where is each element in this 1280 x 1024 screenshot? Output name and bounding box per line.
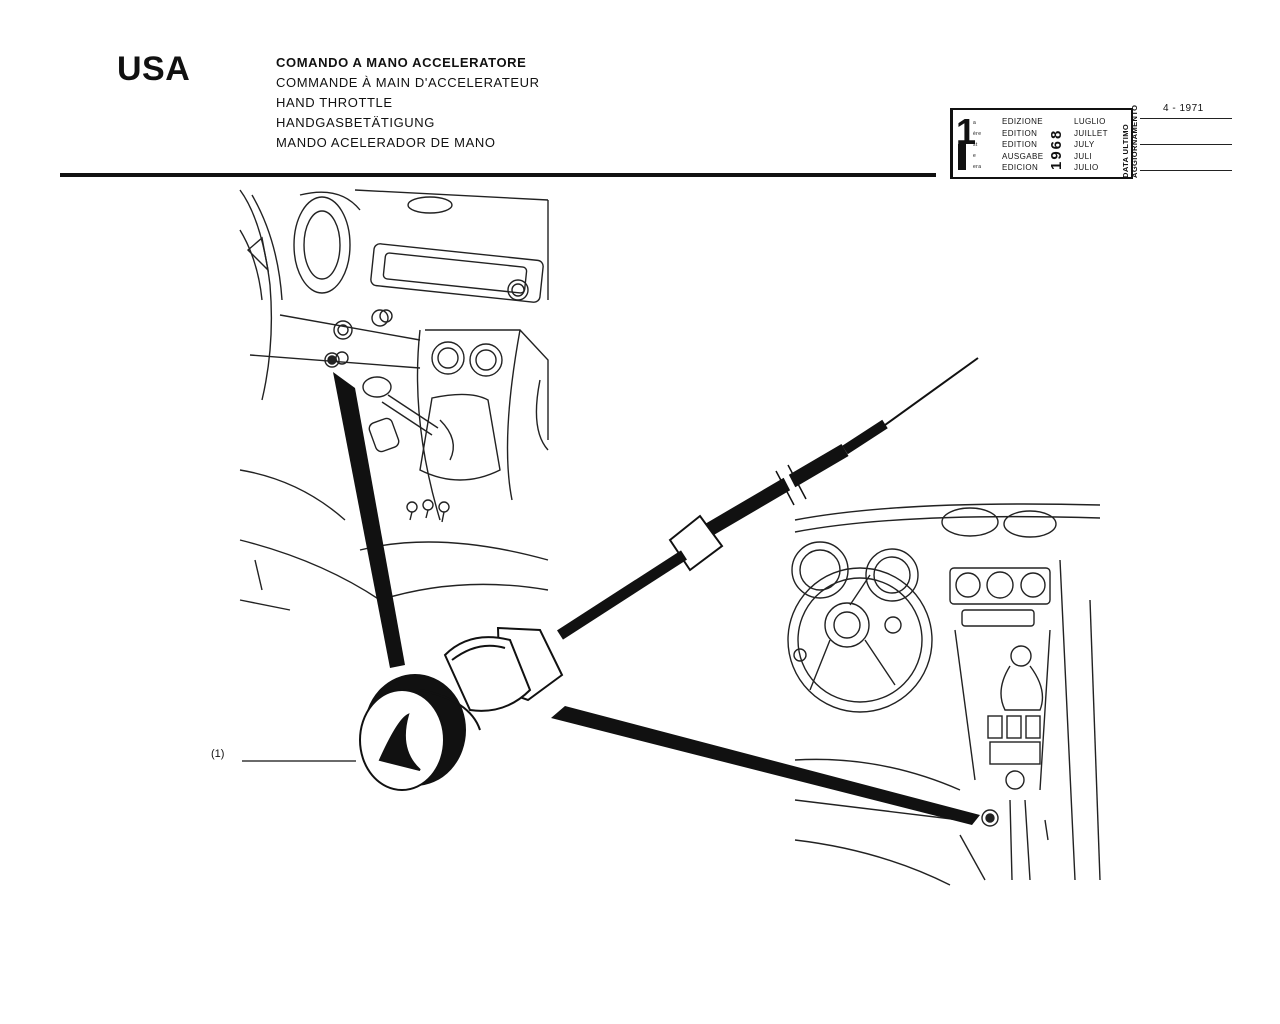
callout-label: (1) bbox=[211, 748, 225, 760]
edition-months: LUGLIO JUILLET JULY JULI JULIO bbox=[1074, 117, 1108, 172]
arrow-to-left-detail bbox=[333, 372, 405, 668]
title-german: HANDGASBETÄTIGUNG bbox=[276, 115, 435, 130]
header-rule bbox=[60, 173, 936, 177]
update-date: 4 - 1971 bbox=[1163, 103, 1204, 114]
dashboard-detail-right bbox=[787, 503, 1101, 886]
edition-number: 1 bbox=[956, 111, 977, 152]
throttle-cable bbox=[557, 357, 979, 640]
update-line-3 bbox=[1140, 170, 1232, 171]
update-line-1 bbox=[1140, 118, 1232, 119]
edition-abbreviations: a ère st e era bbox=[973, 120, 982, 170]
throttle-knob bbox=[359, 626, 564, 791]
edition-bar bbox=[958, 144, 966, 170]
region-label: USA bbox=[117, 50, 191, 88]
title-italian: COMANDO A MANO ACCELERATORE bbox=[276, 55, 527, 70]
dashboard-detail-left bbox=[239, 189, 549, 611]
title-spanish: MANDO ACELERADOR DE MANO bbox=[276, 135, 496, 150]
title-french: COMMANDE À MAIN D'ACCELERATEUR bbox=[276, 75, 540, 90]
update-line-2 bbox=[1140, 144, 1232, 145]
title-english: HAND THROTTLE bbox=[276, 95, 393, 110]
edition-box: 1 a ère st e era EDIZIONE EDITION EDITIO… bbox=[950, 108, 1133, 179]
edition-labels: EDIZIONE EDITION EDITION AUSGABE EDICION bbox=[1002, 117, 1044, 172]
title-block: COMANDO A MANO ACCELERATORE COMMANDE À M… bbox=[276, 53, 540, 153]
arrow-to-right-detail bbox=[551, 706, 980, 825]
